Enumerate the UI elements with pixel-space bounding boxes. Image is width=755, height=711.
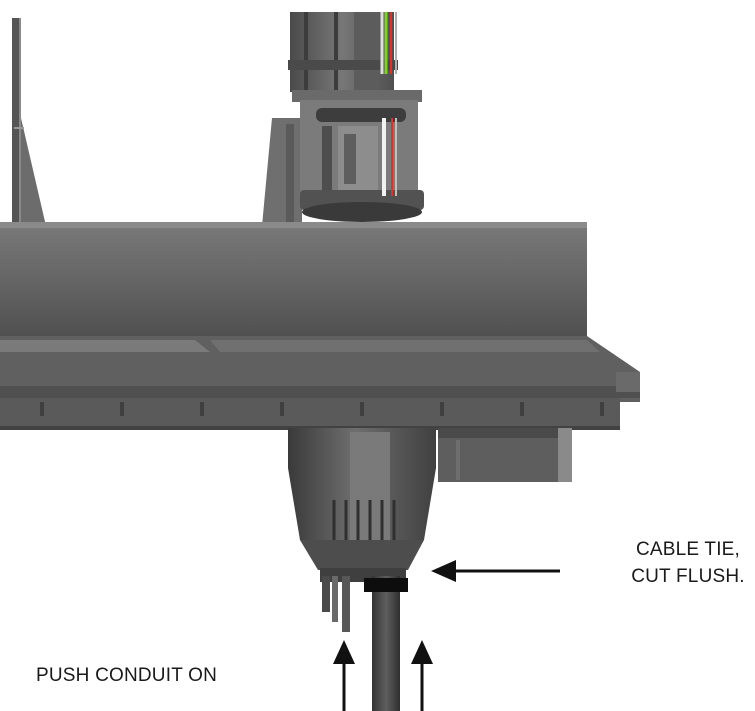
push-arrow-left [333, 640, 355, 711]
main-disc-body [0, 222, 640, 430]
cable-tie-callout-line2: CUT FLUSH. [631, 566, 745, 587]
cable-tie-callout-line1: CABLE TIE, [635, 539, 741, 560]
upper-connector [288, 12, 424, 222]
cable-tie-band [364, 578, 408, 592]
conduit-tube [372, 576, 400, 711]
signal-wires [380, 12, 397, 196]
lower-fitting [288, 428, 436, 582]
right-housing-rib [262, 118, 302, 226]
cable-tie-arrow [431, 560, 560, 582]
left-housing-ribs [12, 18, 46, 246]
side-junction-box [438, 428, 572, 482]
cable-tie-callout: CABLE TIE, CUT FLUSH. [618, 536, 755, 590]
push-conduit-callout: PUSH CONDUIT ON [36, 665, 218, 686]
push-arrow-right [411, 640, 433, 711]
